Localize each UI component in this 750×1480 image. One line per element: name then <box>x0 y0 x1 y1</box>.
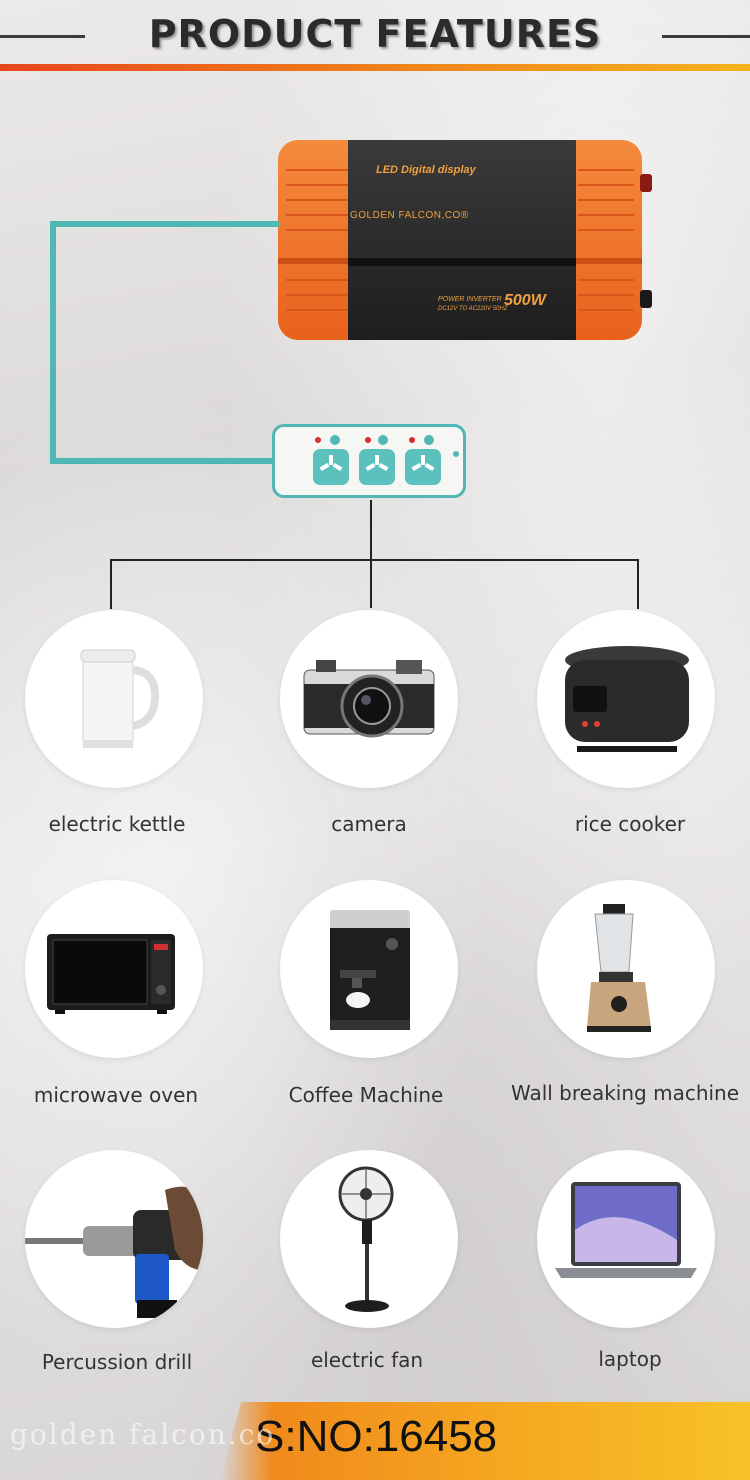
appliance-circle-coffee-machine <box>280 880 458 1058</box>
appliance-label: Percussion drill <box>41 1350 193 1374</box>
cable-top <box>50 221 280 227</box>
fan-icon <box>338 1166 394 1312</box>
appliance-label: electric fan <box>310 1348 424 1372</box>
appliance-circle-microwave <box>25 880 203 1058</box>
device-display-label: LED Digital display <box>376 164 476 176</box>
appliance-circle-fan <box>280 1150 458 1328</box>
appliance-label: microwave oven <box>33 1083 199 1107</box>
microwave-icon <box>47 934 175 1014</box>
cable-bottom <box>50 458 276 464</box>
appliance-circle-rice-cooker <box>537 610 715 788</box>
switch-icon <box>424 435 434 445</box>
camera-icon <box>303 660 435 738</box>
serial-number: S:NO:16458 <box>255 1412 498 1461</box>
blender-icon <box>587 904 651 1032</box>
appliance-circle-kettle <box>25 610 203 788</box>
appliance-label: Wall breaking machine <box>510 1081 740 1105</box>
switch-icon <box>378 435 388 445</box>
appliance-label: rice cooker <box>574 812 686 836</box>
appliance-label: Coffee Machine <box>288 1083 444 1107</box>
device-model-line1: POWER INVERTER <box>438 296 502 303</box>
socket-icon <box>405 449 441 485</box>
appliance-circle-camera <box>280 610 458 788</box>
socket-icon <box>313 449 349 485</box>
device-brand: GOLDEN FALCON,CO® <box>350 210 469 221</box>
power-strip <box>272 424 466 498</box>
appliance-circle-drill <box>25 1150 203 1328</box>
device-model-line2: DC12V TO AC220V 50HZ <box>438 306 508 312</box>
kettle-icon <box>80 649 160 748</box>
header-accent-bar <box>0 64 750 71</box>
appliance-label: camera <box>331 812 407 836</box>
terminal-positive-icon <box>640 174 652 192</box>
connector-left <box>110 559 112 609</box>
strip-end-dot <box>453 451 459 457</box>
appliance-label: laptop <box>598 1347 662 1371</box>
switch-icon <box>330 435 340 445</box>
appliance-label: electric kettle <box>48 812 186 836</box>
page-title: PRODUCT FEATURES <box>148 12 602 56</box>
footer-banner <box>220 1402 750 1480</box>
led-indicator <box>365 437 371 443</box>
rice-cooker-icon <box>565 646 689 752</box>
connector-branch <box>110 559 639 561</box>
cable-left <box>50 221 56 464</box>
appliance-circle-laptop <box>537 1150 715 1328</box>
led-indicator <box>315 437 321 443</box>
socket-icon <box>359 449 395 485</box>
coffee-machine-icon <box>330 910 410 1030</box>
header-right-line <box>662 35 750 38</box>
drill-icon <box>25 1186 203 1318</box>
device-wattage: 500W <box>504 292 546 309</box>
appliance-circle-blender <box>537 880 715 1058</box>
connector-right <box>637 559 639 609</box>
watermark-text: golden falcon.co <box>10 1418 276 1451</box>
header-left-line <box>0 35 85 38</box>
led-indicator <box>409 437 415 443</box>
terminal-negative-icon <box>640 290 652 308</box>
power-inverter-image: LED Digital display GOLDEN FALCON,CO® PO… <box>278 140 652 340</box>
laptop-icon <box>555 1182 697 1278</box>
connector-trunk <box>370 500 372 608</box>
